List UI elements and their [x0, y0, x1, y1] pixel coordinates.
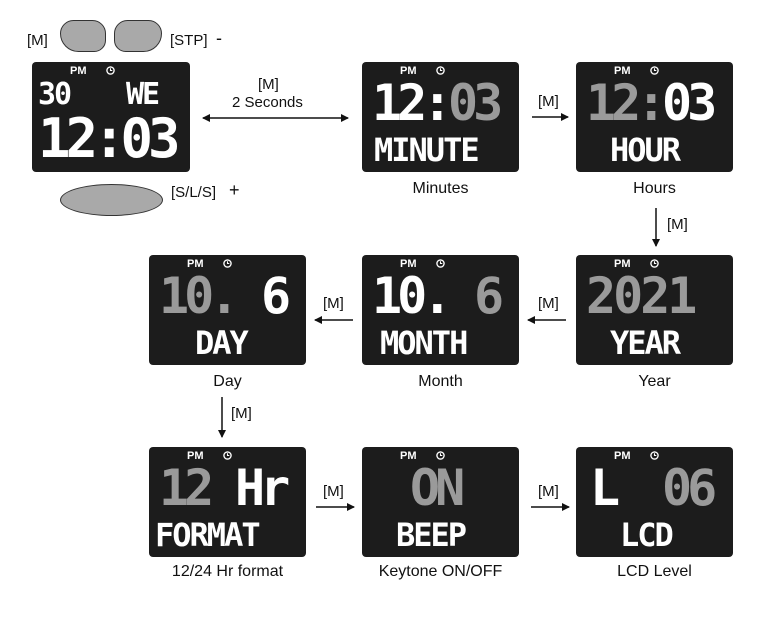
arrow-label-year-month: [M] [538, 295, 559, 312]
alarm-clock-icon [650, 66, 659, 75]
lcd-screen-beep: PM ON BEEP [362, 447, 519, 557]
sls-button-label: [S/L/S] [171, 184, 217, 201]
mode-label: BEEP [396, 516, 467, 554]
mode-label: LCD [620, 516, 674, 554]
date-digits: 30 [38, 77, 72, 112]
plus-sign: + [229, 180, 240, 200]
lcd-screen-month: PM 10. 6 MONTH [362, 255, 519, 365]
minus-sign: - [216, 28, 222, 48]
alarm-clock-icon [650, 259, 659, 268]
pm-indicator: PM [400, 450, 417, 462]
mode-label: FORMAT [155, 516, 261, 554]
alarm-clock-icon [436, 259, 445, 268]
lcd-screen-day: PM 10. 6 DAY [149, 255, 306, 365]
caption-year: Year [638, 373, 671, 390]
day-digits: 6 [474, 267, 504, 325]
month-digits: 10. [372, 267, 452, 325]
lcd-screen-lcd-level: PM L 06 LCD [576, 447, 733, 557]
level-digits: 06 [662, 459, 717, 517]
sls-button[interactable] [60, 184, 163, 216]
main-time-display: PM 30 WE 12:03 [32, 62, 190, 172]
pm-indicator: PM [187, 450, 204, 462]
caption-month: Month [418, 373, 463, 390]
hour-digits: 12: [372, 74, 452, 132]
stop-button-label: [STP] [170, 32, 208, 49]
pm-indicator: PM [400, 258, 417, 270]
arrow-label-format-beep: [M] [323, 483, 344, 500]
caption-hours: Hours [633, 180, 676, 197]
pm-indicator: PM [614, 65, 631, 77]
mode-label: YEAR [610, 324, 681, 362]
arrow-label-hours-year: [M] [667, 216, 688, 233]
mode-label: MONTH [380, 324, 468, 362]
alarm-clock-icon [106, 66, 115, 75]
caption-format: 12/24 Hr format [171, 563, 284, 580]
alarm-clock-icon [436, 66, 445, 75]
alarm-clock-icon [223, 259, 232, 268]
caption-beep: Keytone ON/OFF [378, 563, 503, 580]
lcd-screen-year: PM 2021 YEAR [576, 255, 733, 365]
hr-text: Hr [235, 459, 290, 517]
arrow-label-day-format: [M] [231, 405, 252, 422]
level-letter: L [590, 459, 620, 517]
day-digits: 6 [261, 267, 291, 325]
arrow-label-beep-lcd: [M] [538, 483, 559, 500]
lcd-screen-hours: PM 12: 03 HOUR [576, 62, 733, 172]
mode-button-label: [M] [27, 32, 48, 49]
year-digits: 2021 [586, 267, 697, 325]
arrow-label-month-day: [M] [323, 295, 344, 312]
alarm-clock-icon [223, 451, 232, 460]
main-arrow-label-line1: [M] [258, 76, 279, 93]
pm-indicator: PM [187, 258, 204, 270]
mode-label: MINUTE [374, 131, 480, 169]
alarm-clock-icon [436, 451, 445, 460]
arrow-label-minutes-hours: [M] [538, 93, 559, 110]
format-digits: 12 [159, 459, 214, 517]
mode-label: DAY [195, 324, 249, 362]
month-digits: 10. [159, 267, 239, 325]
caption-lcd-level: LCD Level [617, 563, 692, 580]
lcd-screen-minutes: PM 12: 03 MINUTE [362, 62, 519, 172]
pm-indicator: PM [400, 65, 417, 77]
weekday-text: WE [126, 77, 160, 112]
lcd-screen-format: PM 12 Hr FORMAT [149, 447, 306, 557]
pm-indicator: PM [614, 258, 631, 270]
pm-indicator: PM [614, 450, 631, 462]
caption-minutes: Minutes [412, 180, 469, 197]
pm-indicator: PM [70, 65, 87, 77]
keytone-state: ON [410, 459, 465, 517]
mode-label: HOUR [610, 131, 681, 169]
minute-digits: 03 [662, 74, 717, 132]
stop-button[interactable] [114, 20, 162, 52]
alarm-clock-icon [650, 451, 659, 460]
main-arrow-label-line2: 2 Seconds [232, 94, 303, 111]
caption-day: Day [213, 373, 242, 390]
hour-digits: 12: [586, 74, 666, 132]
time-digits: 12:03 [38, 107, 181, 170]
minute-digits: 03 [448, 74, 503, 132]
mode-button[interactable] [60, 20, 106, 52]
